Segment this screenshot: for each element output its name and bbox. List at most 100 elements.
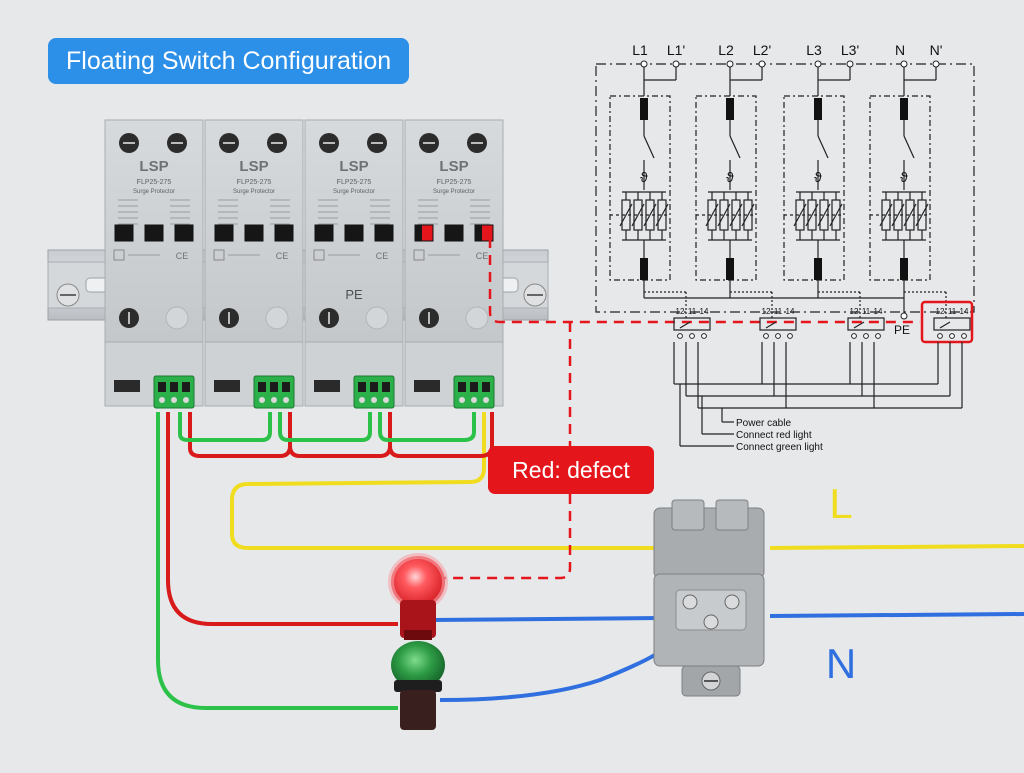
- empty-terminal-hole: [365, 306, 389, 330]
- contact-pin-label: 12: [676, 307, 685, 316]
- ce-mark: CE: [176, 251, 189, 261]
- rail-screw-left: [56, 283, 80, 307]
- thermal-symbol: ϑ: [900, 169, 908, 185]
- wire-line: [230, 412, 1024, 550]
- line-wire-label: L: [829, 480, 852, 527]
- defect-callout: Red: defect: [488, 446, 654, 494]
- status-window: [214, 224, 234, 242]
- green-contact-connector: [253, 375, 295, 409]
- schematic-pe-label: PE: [894, 323, 910, 337]
- green-contact-connector: [353, 375, 395, 409]
- fuse-element: [640, 258, 648, 280]
- green-contact-connector: [153, 375, 195, 409]
- fuse-element: [640, 98, 648, 120]
- module-model: FLP25-275: [337, 179, 372, 186]
- module-brand: LSP: [439, 158, 468, 175]
- warning-mark: [213, 249, 225, 261]
- warning-mark: [313, 249, 325, 261]
- green-contact-connector: [453, 375, 495, 409]
- module-pe-label: PE: [345, 287, 363, 302]
- disconnector-switch: [729, 135, 741, 159]
- contact-pin-label: 11: [862, 307, 871, 316]
- module-brand: LSP: [339, 158, 368, 175]
- empty-terminal-hole: [265, 306, 289, 330]
- warning-mark: [413, 249, 425, 261]
- fuse-element: [900, 98, 908, 120]
- schematic-legend-item: Connect red light: [736, 430, 812, 441]
- terminal-label: L3: [806, 42, 822, 58]
- thermal-symbol: ϑ: [726, 169, 734, 185]
- contact-pin-label: 12: [850, 307, 859, 316]
- schematic-legend-item: Connect green light: [736, 442, 823, 453]
- ce-mark: CE: [376, 251, 389, 261]
- neutral-wire-label: N: [826, 640, 856, 687]
- empty-terminal-hole: [165, 306, 189, 330]
- module-desc: Surge Protector: [433, 189, 475, 195]
- fuse-element: [814, 98, 822, 120]
- fuse-element: [726, 258, 734, 280]
- module-desc: Surge Protector: [233, 189, 275, 195]
- contact-pin-label: 11: [948, 307, 957, 316]
- defect-highlight-box: [920, 300, 974, 344]
- module-desc: Surge Protector: [333, 189, 375, 195]
- disconnector-switch: [643, 135, 655, 159]
- terminal-label: L2: [718, 42, 734, 58]
- thermal-symbol: ϑ: [814, 169, 822, 185]
- module-brand: LSP: [139, 158, 168, 175]
- module-brand: LSP: [239, 158, 268, 175]
- ce-mark: CE: [276, 251, 289, 261]
- contact-pin-label: 12: [762, 307, 771, 316]
- module-model: FLP25-275: [237, 179, 272, 186]
- contact-pin-label: 14: [960, 307, 969, 316]
- module-model: FLP25-275: [137, 179, 172, 186]
- ce-mark: CE: [476, 251, 489, 261]
- terminal-label: L3': [841, 42, 859, 58]
- terminal-label: N: [895, 42, 905, 58]
- thermal-symbol: ϑ: [640, 169, 648, 185]
- status-window: [444, 224, 464, 242]
- warning-mark: [113, 249, 125, 261]
- terminal-label: L1': [667, 42, 685, 58]
- status-window: [174, 224, 194, 242]
- status-window: [274, 224, 294, 242]
- contact-pin-label: 14: [874, 307, 883, 316]
- status-window: [144, 224, 164, 242]
- disconnector-switch: [903, 135, 915, 159]
- fuse-element: [814, 258, 822, 280]
- disconnector-switch: [817, 135, 829, 159]
- contact-pin-label: 11: [774, 307, 783, 316]
- contact-pin-label: 14: [700, 307, 709, 316]
- module-latch: [114, 380, 140, 392]
- status-window: [314, 224, 334, 242]
- terminal-label: N': [930, 42, 943, 58]
- terminal-label: L2': [753, 42, 771, 58]
- page-title: Floating Switch Configuration: [48, 38, 410, 84]
- status-window: [374, 224, 394, 242]
- contact-pin-label: 11: [688, 307, 697, 316]
- schematic-legend-item: Power cable: [736, 418, 791, 429]
- green-indicator-light: [391, 641, 445, 730]
- wire-green: [156, 412, 476, 710]
- status-window: [244, 224, 264, 242]
- module-model: FLP25-275: [437, 179, 472, 186]
- module-latch: [214, 380, 240, 392]
- module-latch: [414, 380, 440, 392]
- rail-screw-right: [523, 283, 547, 307]
- empty-terminal-hole: [465, 306, 489, 330]
- terminal-label: L1: [632, 42, 648, 58]
- fuse-element: [900, 258, 908, 280]
- fuse-element: [726, 98, 734, 120]
